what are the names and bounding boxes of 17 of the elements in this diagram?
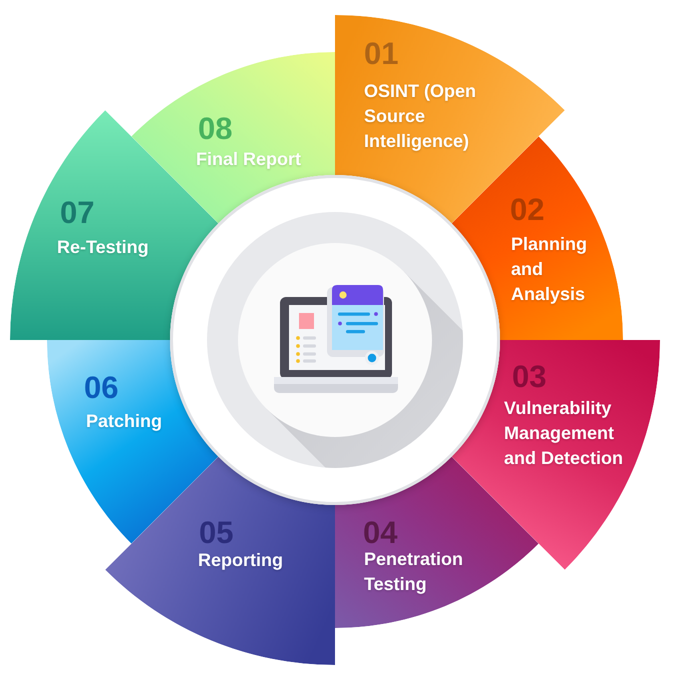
step-number: 02	[510, 194, 544, 225]
step-number: 03	[512, 361, 546, 392]
step-title: Re-Testing	[57, 236, 149, 259]
wheel-segment	[105, 456, 335, 665]
step-title: Reporting	[198, 549, 283, 572]
step-number: 08	[198, 113, 232, 144]
step-title: Planning and Analysis	[511, 233, 588, 306]
wheel-segment	[131, 52, 335, 224]
step-number: 01	[364, 38, 398, 69]
step-title: OSINT (Open Source Intelligence)	[364, 80, 477, 153]
step-number: 07	[60, 197, 94, 228]
step-title: Patching	[86, 410, 162, 433]
step-number: 04	[363, 517, 398, 548]
step-title: Vulnerability Management and Detection	[504, 397, 624, 470]
step-number: 06	[84, 372, 118, 403]
step-title: Final Report	[196, 148, 302, 171]
step-title: Penetration Testing	[364, 548, 464, 596]
